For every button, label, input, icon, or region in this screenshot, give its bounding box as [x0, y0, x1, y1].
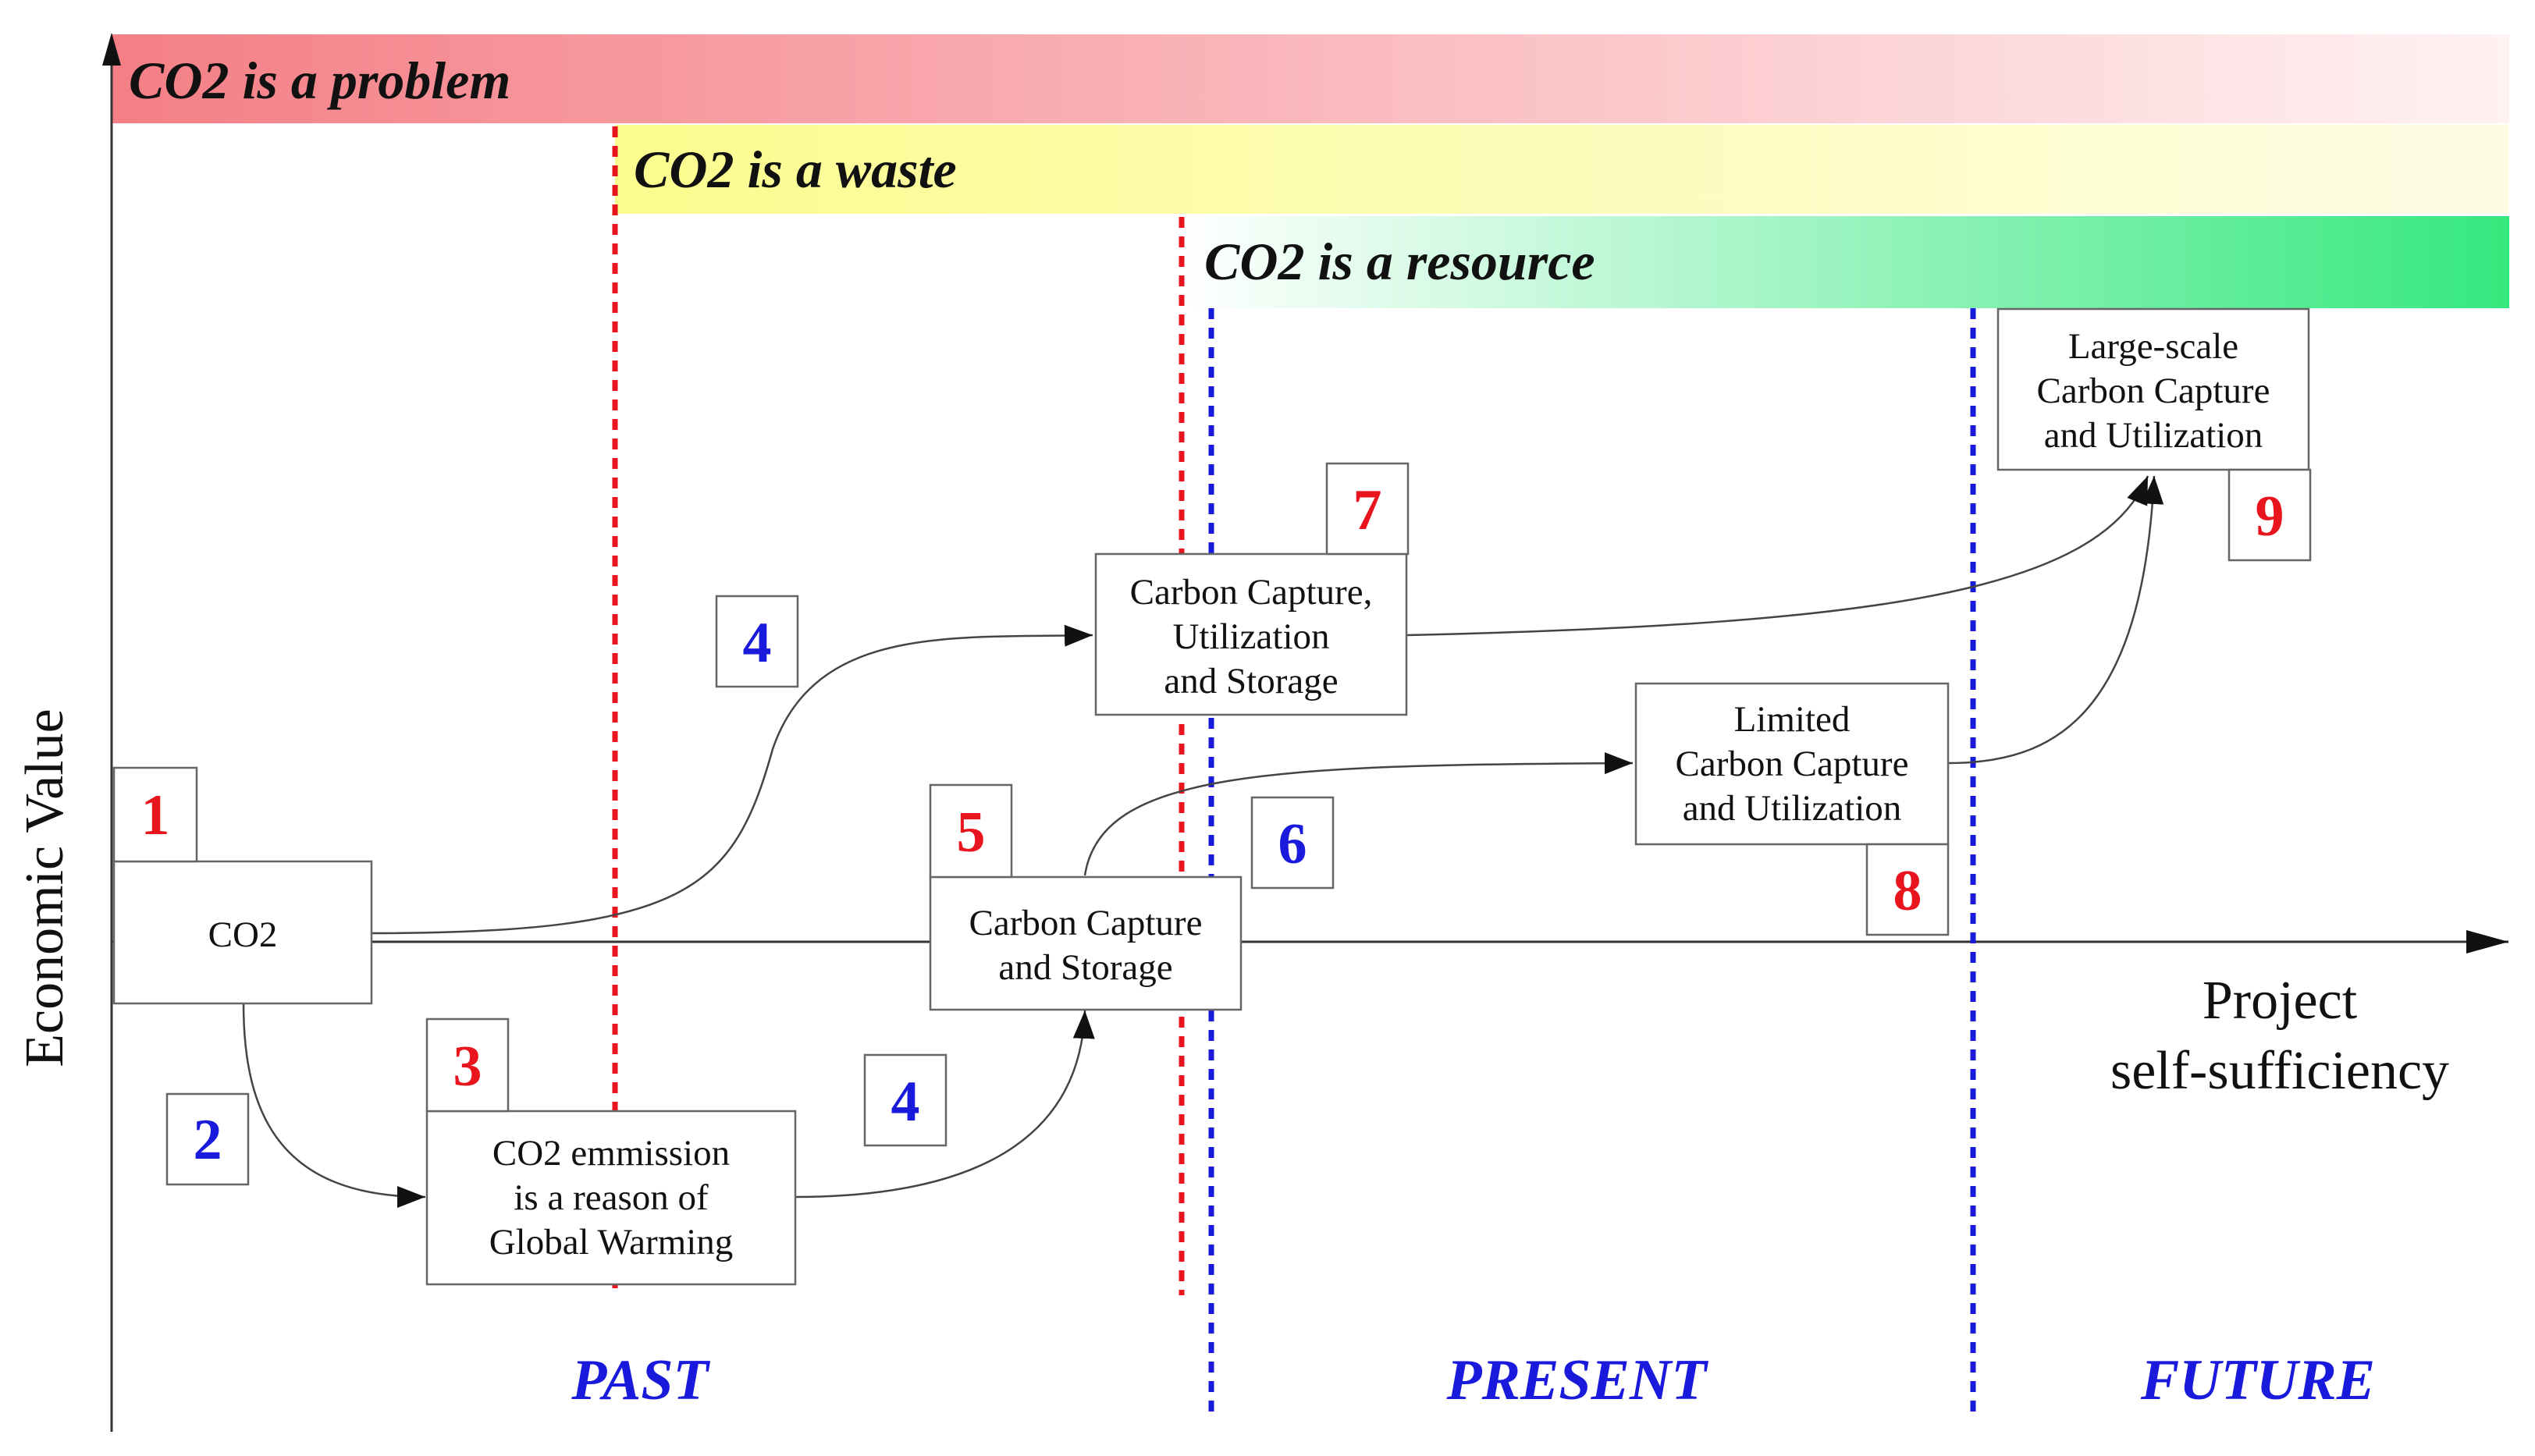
box-limited-line-3: and Utilization: [1683, 788, 1902, 829]
marker-3: 3: [425, 1017, 510, 1113]
box-ccus-line-3: and Storage: [1164, 661, 1338, 701]
svg-text:7: 7: [1353, 478, 1382, 542]
flow-ccus-to-large: [1406, 475, 2149, 637]
box-emission: CO2 emmission is a reason of Global Warm…: [425, 1110, 797, 1286]
svg-text:1: 1: [141, 783, 170, 847]
box-emission-line-1: CO2 emmission: [492, 1133, 730, 1174]
flow-co2-to-emission: [242, 1003, 426, 1208]
marker-4a: 4: [715, 595, 799, 688]
box-ccs-line-2: and Storage: [998, 947, 1172, 988]
box-limited-line-1: Limited: [1734, 699, 1851, 740]
band-waste-label: CO2 is a waste: [634, 140, 957, 199]
band-waste: [615, 125, 2509, 214]
box-emission-line-2: is a reason of: [514, 1177, 709, 1218]
band-resource-label: CO2 is a resource: [1204, 232, 1595, 291]
box-ccs-line-1: Carbon Capture: [969, 903, 1203, 943]
band-resource: [1179, 216, 2509, 308]
svg-text:2: 2: [194, 1108, 222, 1172]
band-problem: [111, 34, 2509, 123]
svg-text:8: 8: [1893, 859, 1922, 923]
band-problem-label: CO2 is a problem: [129, 51, 510, 110]
svg-text:4: 4: [743, 611, 772, 675]
box-large-line-1: Large-scale: [2068, 326, 2238, 367]
box-ccus: Carbon Capture, Utilization and Storage: [1094, 552, 1408, 716]
marker-2: 2: [165, 1092, 250, 1186]
marker-6: 6: [1250, 796, 1335, 890]
box-co2-line-1: CO2: [208, 914, 278, 955]
box-ccs: Carbon Capture and Storage: [929, 875, 1243, 1011]
box-large-line-2: Carbon Capture: [2037, 371, 2270, 411]
box-emission-line-3: Global Warming: [489, 1222, 734, 1262]
box-ccus-line-2: Utilization: [1172, 616, 1329, 657]
svg-text:3: 3: [453, 1035, 482, 1099]
flow-ccs-to-limited: [1083, 752, 1634, 876]
marker-7: 7: [1325, 462, 1410, 556]
marker-5: 5: [929, 783, 1013, 879]
marker-1: 1: [112, 766, 198, 863]
flow-co2-to-ccus: [371, 624, 1093, 935]
era-present: PRESENT: [1445, 1348, 1708, 1412]
box-co2: CO2: [112, 860, 373, 1005]
y-axis-arrowhead: [102, 33, 121, 66]
svg-text:9: 9: [2256, 485, 2284, 549]
box-large-line-3: and Utilization: [2044, 415, 2263, 456]
box-large: Large-scale Carbon Capture and Utilizati…: [1996, 307, 2310, 471]
box-limited-line-2: Carbon Capture: [1676, 744, 1909, 784]
box-limited: Limited Carbon Capture and Utilization: [1634, 682, 1950, 846]
flow-limited-to-large: [1947, 475, 2164, 765]
svg-text:6: 6: [1278, 812, 1307, 876]
x-axis-label-line-1: Project: [2203, 971, 2358, 1031]
era-future: FUTURE: [2140, 1348, 2375, 1412]
marker-9: 9: [2227, 468, 2312, 562]
svg-text:4: 4: [891, 1070, 920, 1134]
flow-emission-to-ccs: [794, 1010, 1095, 1199]
era-past: PAST: [571, 1348, 710, 1412]
marker-4b: 4: [863, 1053, 948, 1147]
x-axis-label-line-2: self-sufficiency: [2110, 1041, 2449, 1101]
y-axis-label: Economic Value: [15, 708, 75, 1067]
marker-8: 8: [1865, 843, 1950, 936]
box-ccus-line-1: Carbon Capture,: [1130, 572, 1373, 613]
svg-text:5: 5: [957, 801, 986, 865]
